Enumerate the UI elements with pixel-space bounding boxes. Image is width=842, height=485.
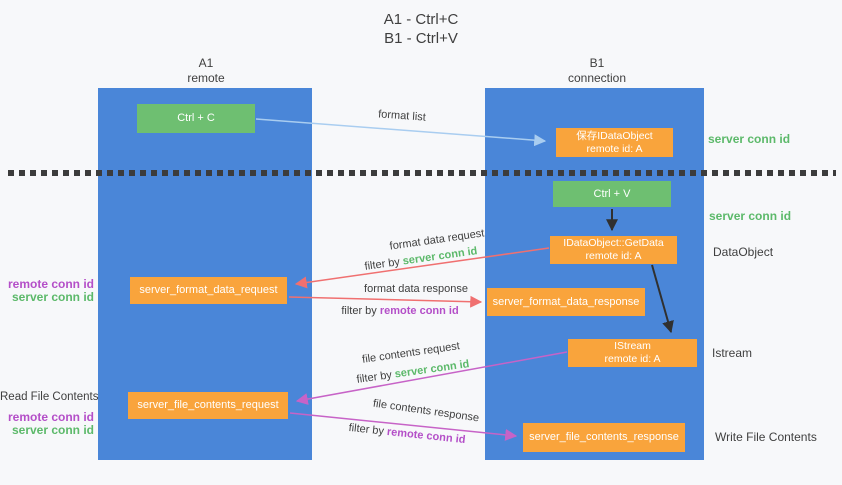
ctrl-c-node: Ctrl + C [137, 104, 255, 133]
format-data-request-filter-label: filter by server conn id [364, 245, 478, 273]
server-format-data-request-label: server_format_data_request [139, 284, 278, 296]
lane-header-a1: A1 remote [187, 56, 224, 86]
format-list-label: format list [377, 108, 427, 124]
filter-by-text: filter by [355, 368, 396, 386]
server-file-contents-response-node: server_file_contents_response [523, 423, 685, 452]
istream-annotation: Istream [712, 346, 753, 360]
ctrl-v-node: Ctrl + V [553, 181, 671, 207]
server-format-data-response-node: server_format_data_response [487, 288, 645, 316]
server-conn-id-annotation-mid: server conn id [709, 209, 792, 223]
save-dataobject-node: 保存IDataObject remote id: A [556, 128, 673, 157]
filter-by-text: filter by [348, 421, 388, 438]
arrow-format-data-response [288, 295, 483, 308]
lane-a1-name: A1 [198, 56, 214, 70]
lane-a1-role: remote [187, 71, 225, 85]
read-file-contents-annotation: Read File Contents [0, 391, 99, 403]
getdata-line1: IDataObject::GetData [563, 237, 664, 249]
server-format-data-response-label: server_format_data_response [492, 295, 640, 308]
istream-line2: remote id: A [604, 353, 661, 365]
format-data-response-label: format data response [364, 283, 468, 295]
format-data-response-filter-label: filter by remote conn id [341, 305, 458, 317]
title-line-1: A1 - Ctrl+C [383, 11, 459, 28]
write-file-contents-annotation: Write File Contents [715, 430, 817, 444]
remote-conn-id-text: remote conn id [379, 305, 459, 317]
ctrl-c-label: Ctrl + C [177, 112, 215, 124]
save-dataobject-line2: remote id: A [586, 142, 643, 155]
diagram-title: A1 - Ctrl+C B1 - Ctrl+V [0, 10, 842, 48]
remote-conn-id-annotation-left-top: remote conn id [7, 277, 94, 291]
lane-header-b1: B1 connection [568, 56, 626, 86]
server-conn-id-annotation-left-bottom: server conn id [11, 423, 94, 437]
dataobject-annotation: DataObject [713, 245, 774, 259]
machine-boundary-dotted-line [8, 170, 836, 176]
istream-line1: IStream [614, 340, 651, 352]
lane-b1-role: connection [567, 71, 627, 85]
getdata-line2: remote id: A [585, 250, 642, 262]
save-dataobject-line1: 保存IDataObject [576, 129, 653, 142]
remote-conn-id-annotation-left-bottom: remote conn id [7, 410, 94, 424]
server-format-data-request-node: server_format_data_request [130, 277, 287, 304]
getdata-node: IDataObject::GetData remote id: A [550, 236, 677, 264]
server-conn-id-annotation-left-top: server conn id [11, 290, 94, 304]
istream-node: IStream remote id: A [568, 339, 697, 367]
remote-conn-id-text: remote conn id [386, 425, 466, 447]
server-conn-id-text: server conn id [393, 358, 471, 381]
ctrl-v-label: Ctrl + V [593, 187, 631, 200]
lane-b1-name: B1 [589, 56, 605, 70]
server-conn-id-annotation-top: server conn id [708, 132, 791, 146]
server-file-contents-request-label: server_file_contents_request [137, 399, 279, 411]
filter-by-text: filter by [363, 255, 404, 273]
filter-by-text: filter by [341, 305, 380, 317]
server-file-contents-request-node: server_file_contents_request [128, 392, 288, 419]
file-contents-response-label: file contents response [372, 397, 480, 425]
server-file-contents-response-label: server_file_contents_response [529, 431, 679, 443]
file-contents-response-filter-label: filter by remote conn id [348, 422, 466, 446]
title-line-2: B1 - Ctrl+V [384, 30, 458, 47]
